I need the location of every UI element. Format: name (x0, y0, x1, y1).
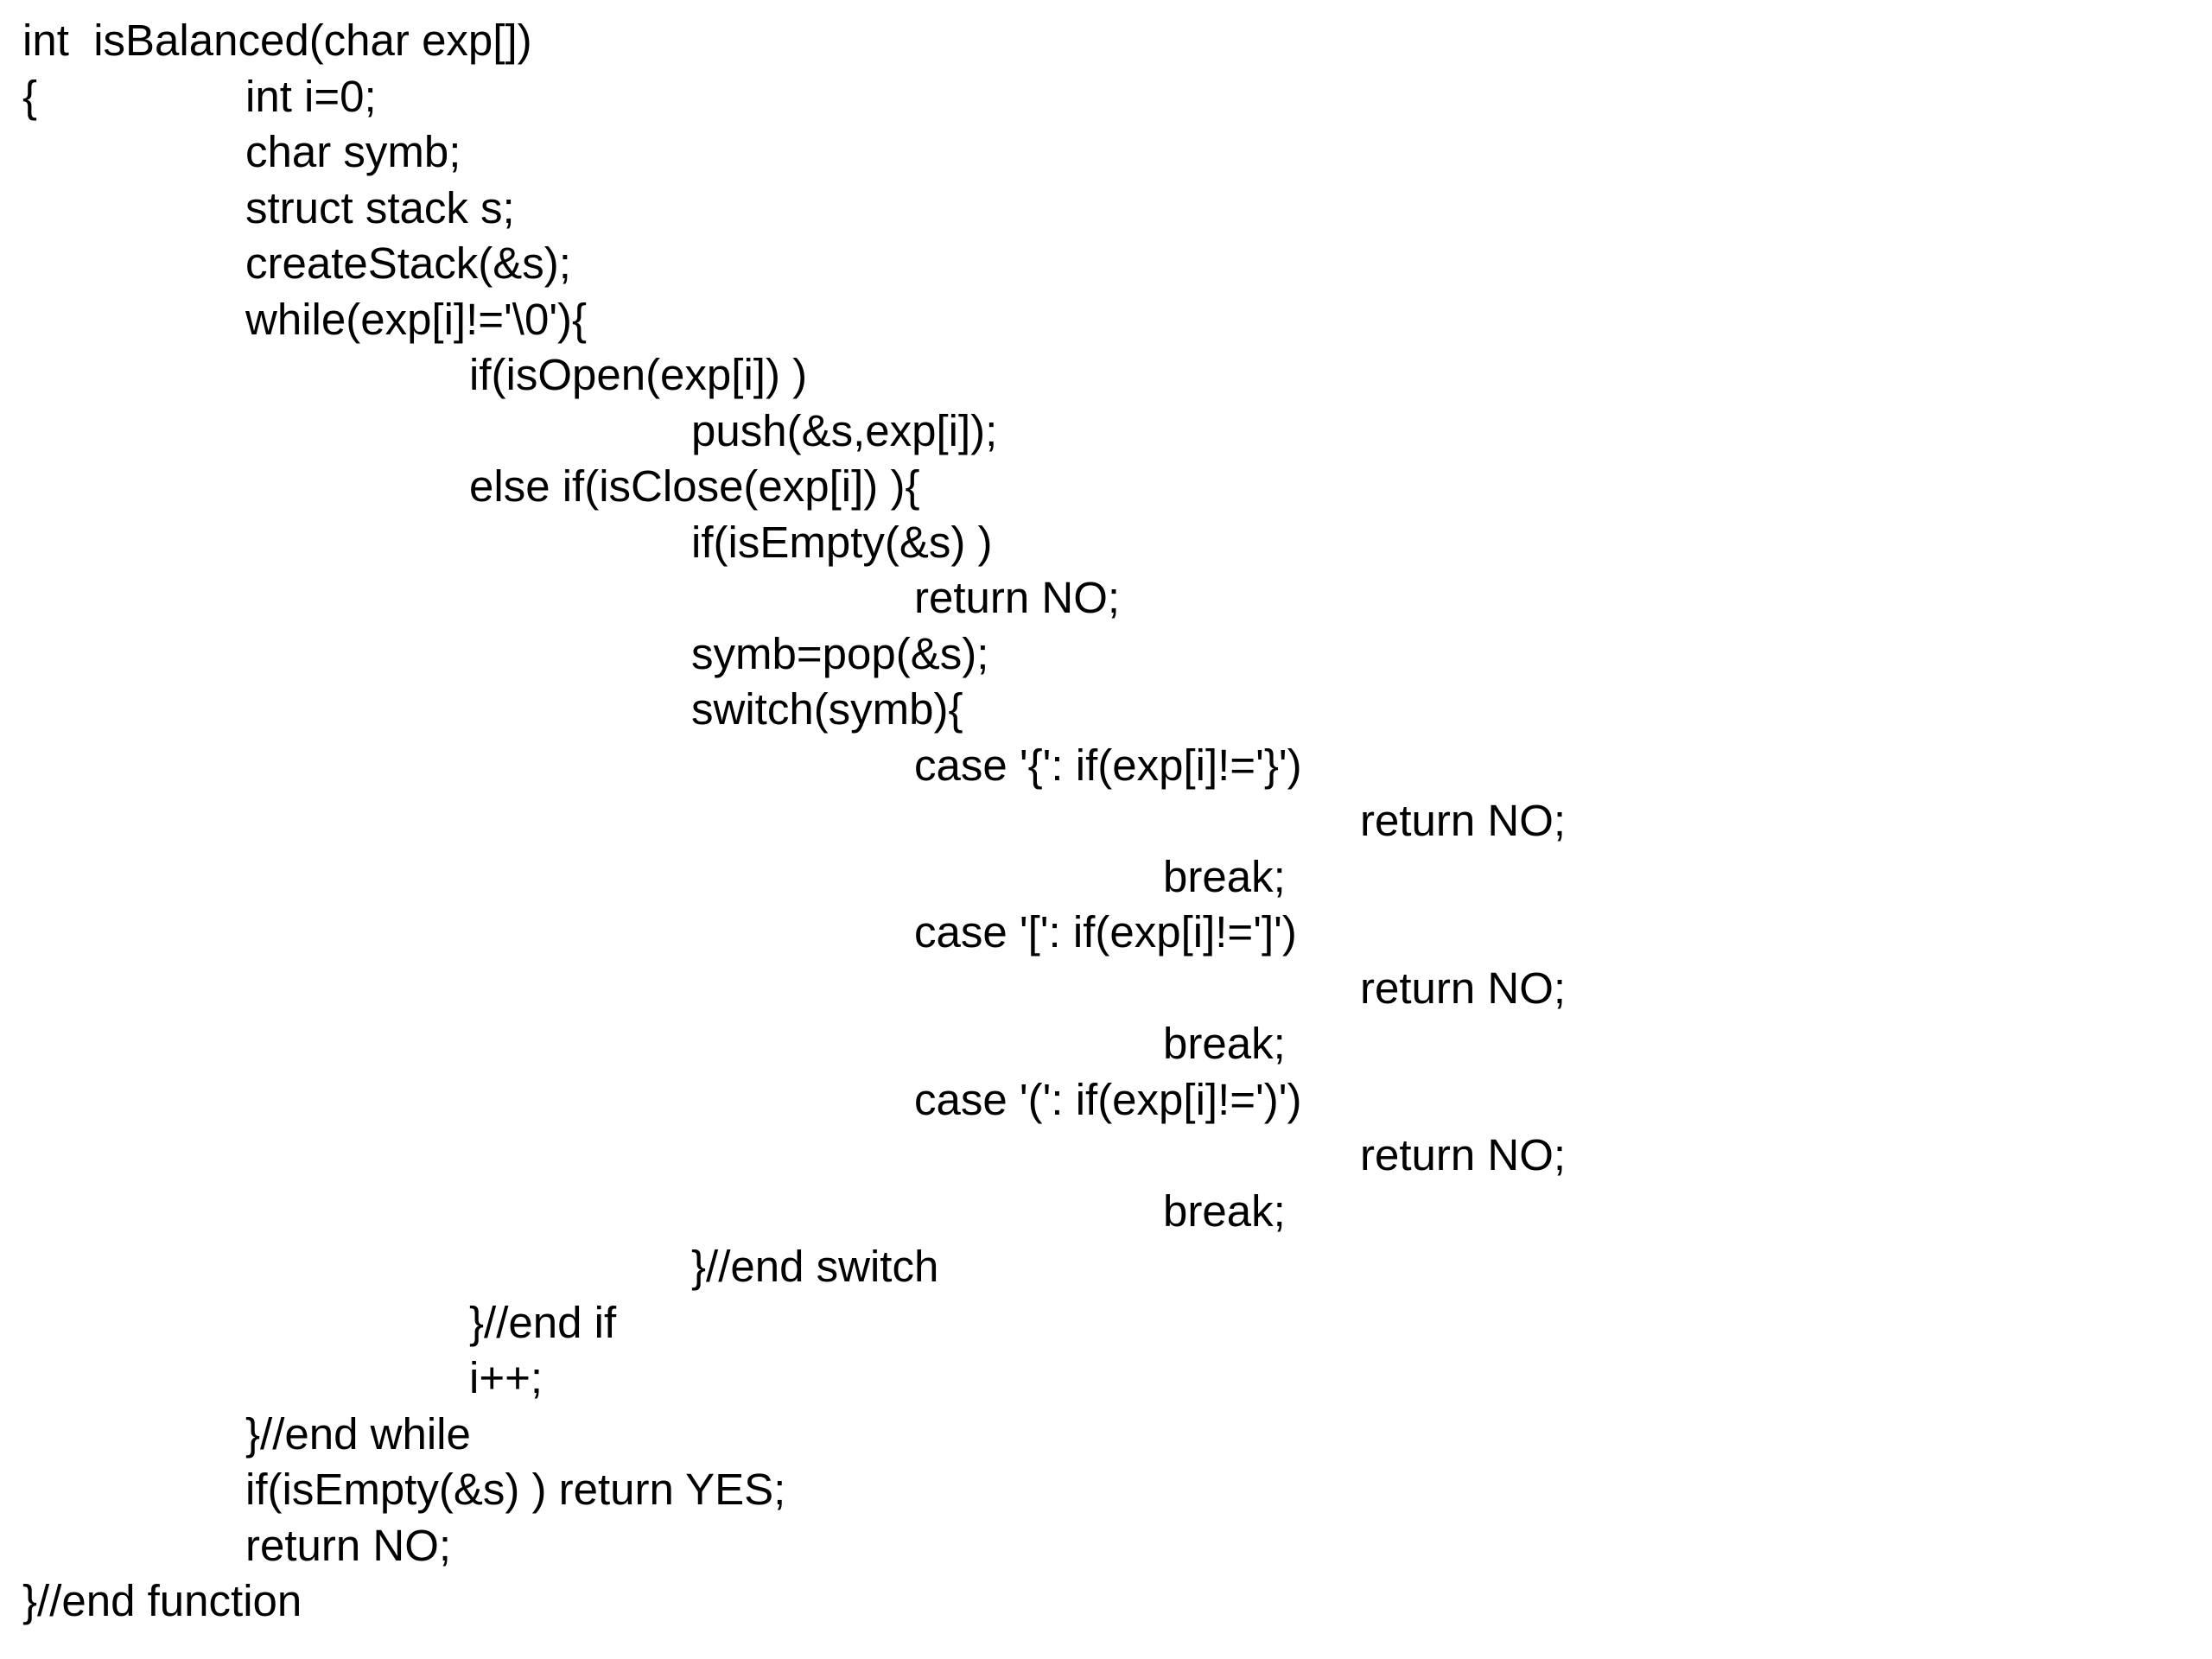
code-line-closing: }//end function (22, 1576, 302, 1625)
code-line: struct stack s; (245, 183, 515, 232)
code-line: return NO; (1360, 796, 1567, 845)
code-line: if(isEmpty(&s) ) (691, 518, 993, 567)
code-line: else if(isClose(exp[i]) ){ (469, 461, 920, 511)
code-line: i++; (469, 1353, 543, 1402)
code-line: }//end while (245, 1409, 471, 1459)
code-line: break; (1163, 1019, 1286, 1068)
code-line: case '[': if(exp[i]!=']') (914, 907, 1297, 957)
code-line: }//end switch (691, 1242, 939, 1291)
code-line: return NO; (914, 573, 1121, 622)
code-line: break; (1163, 1186, 1286, 1236)
code-line: int i=0; (245, 72, 377, 121)
code-line: return NO; (245, 1521, 452, 1570)
code-line: createStack(&s); (245, 238, 571, 288)
code-line-open-brace: { (22, 72, 38, 121)
code-line: symb=pop(&s); (691, 629, 989, 678)
code-line: char symb; (245, 127, 461, 176)
code-line: case '{': if(exp[i]!='}') (914, 741, 1302, 790)
code-line: switch(symb){ (691, 684, 963, 734)
code-line: while(exp[i]!='\0'){ (245, 295, 588, 344)
code-line: }//end if (469, 1298, 617, 1347)
code-line-signature: int isBalanced(char exp[]) (22, 16, 532, 65)
code-line: return NO; (1360, 963, 1567, 1013)
code-line: if(isEmpty(&s) ) return YES; (245, 1465, 786, 1514)
code-line: if(isOpen(exp[i]) ) (469, 350, 808, 399)
code-line: case '(': if(exp[i]!=')') (914, 1075, 1302, 1124)
code-line: push(&s,exp[i]); (691, 406, 998, 455)
code-line: break; (1163, 852, 1286, 901)
code-line: return NO; (1360, 1130, 1567, 1179)
